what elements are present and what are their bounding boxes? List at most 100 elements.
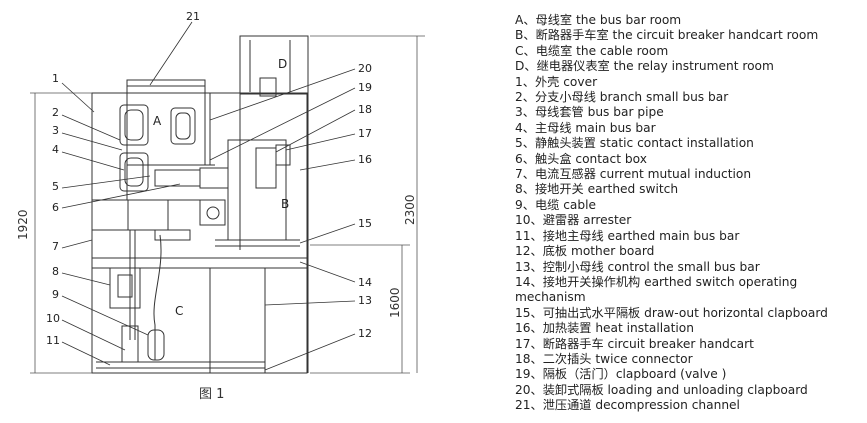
legend-item: 8、接地开关 earthed switch — [515, 182, 865, 197]
legend-item: 11、接地主母线 earthed main bus bar — [515, 229, 865, 244]
legend-key: 17、 — [515, 336, 543, 351]
legend-text: 断路器手车室 the circuit breaker handcart room — [535, 28, 819, 43]
legend-key: 11、 — [515, 228, 543, 243]
legend-key: 3、 — [515, 105, 535, 120]
switchgear-cross-section-diagram: 1920 1600 2300 A B C D 1 2 3 4 5 6 — [16, 10, 425, 374]
callout-6: 6 — [52, 201, 59, 214]
legend-key: 9、 — [515, 197, 535, 212]
dimension-1600: 1600 — [388, 287, 402, 318]
legend-key: 12、 — [515, 244, 543, 259]
legend-item: 17、断路器手车 circuit breaker handcart — [515, 337, 865, 352]
legend-item: 19、隔板（活门）clapboard (valve ) — [515, 367, 865, 382]
legend-text: 底板 mother board — [542, 244, 655, 259]
legend-key: 15、 — [515, 305, 543, 320]
compartment-label-c: C — [175, 304, 183, 318]
legend-item: 14、接地开关操作机构 earthed switch operating mec… — [515, 275, 865, 306]
figure-caption: 图 1 — [199, 387, 225, 402]
legend-item: 13、控制小母线 control the small bus bar — [515, 260, 865, 275]
callout-12: 12 — [358, 327, 372, 340]
legend-text: 静触头装置 static contact installation — [534, 136, 754, 151]
legend-key: 7、 — [515, 167, 535, 182]
dimension-1920: 1920 — [16, 209, 30, 240]
legend-item: 10、避雷器 arrester — [515, 213, 865, 228]
legend-text: 控制小母线 control the small bus bar — [542, 259, 760, 274]
legend-item: 1、外壳 cover — [515, 75, 865, 90]
legend-text: 继电器仪表室 the relay instrument room — [536, 59, 774, 74]
legend-item: 6、触头盒 contact box — [515, 152, 865, 167]
dimension-2300: 2300 — [403, 194, 417, 225]
callout-5: 5 — [52, 180, 59, 193]
legend-text: 外壳 cover — [534, 74, 598, 89]
legend-text: 分支小母线 branch small bus bar — [534, 90, 729, 105]
legend-text: 主母线 main bus bar — [534, 120, 656, 135]
callout-7: 7 — [52, 240, 59, 253]
compartment-label-a: A — [153, 114, 162, 128]
callout-16: 16 — [358, 153, 372, 166]
legend-text: 泄压通道 decompression channel — [542, 398, 740, 413]
callout-4: 4 — [52, 143, 59, 156]
legend-text: 接地开关操作机构 earthed switch operating mechan… — [515, 274, 798, 305]
legend-key: 21、 — [515, 398, 543, 413]
legend-key: 14、 — [515, 274, 543, 289]
circuit-breaker-handcart — [227, 139, 287, 241]
callout-21: 21 — [186, 10, 200, 23]
callout-8: 8 — [52, 265, 59, 278]
callout-2: 2 — [52, 106, 59, 119]
legend-text: 二次插头 twice connector — [542, 351, 693, 366]
legend-item: 18、二次插头 twice connector — [515, 352, 865, 367]
legend-item: 5、静触头装置 static contact installation — [515, 136, 865, 151]
legend-text: 母线室 the bus bar room — [535, 13, 682, 27]
legend-item: 4、主母线 main bus bar — [515, 121, 865, 136]
legend-key: 19、 — [515, 367, 543, 382]
legend-item: 21、泄压通道 decompression channel — [515, 398, 865, 413]
callout-14: 14 — [358, 276, 372, 289]
legend-text: 装卸式隔板 loading and unloading clapboard — [542, 382, 808, 397]
legend-item: 7、电流互感器 current mutual induction — [515, 167, 865, 182]
legend-item: B、断路器手车室 the circuit breaker handcart ro… — [515, 28, 865, 43]
compartment-label-b: B — [281, 197, 289, 211]
legend-key: A、 — [515, 13, 536, 27]
legend-item: 2、分支小母线 branch small bus bar — [515, 90, 865, 105]
callout-9: 9 — [52, 288, 59, 301]
legend-text: 隔板（活门）clapboard (valve ) — [542, 367, 727, 382]
callout-10: 10 — [46, 312, 60, 325]
callout-17: 17 — [358, 127, 372, 140]
legend-key: D、 — [515, 59, 537, 74]
legend-key: 8、 — [515, 182, 535, 197]
callout-20: 20 — [358, 62, 372, 75]
legend-text: 触头盒 contact box — [534, 151, 647, 166]
legend-key: 6、 — [515, 151, 535, 166]
legend-item: D、继电器仪表室 the relay instrument room — [515, 59, 865, 74]
legend-key: 20、 — [515, 382, 543, 397]
cabinet-outline — [91, 92, 308, 374]
compartment-label-d: D — [278, 57, 287, 71]
legend-text: 接地开关 earthed switch — [534, 182, 679, 197]
legend-text: 断路器手车 circuit breaker handcart — [542, 336, 754, 351]
callout-15: 15 — [358, 217, 372, 230]
legend-key: 10、 — [515, 213, 543, 228]
legend-text: 可抽出式水平隔板 draw-out horizontal clapboard — [542, 305, 828, 320]
legend-text: 电缆室 the cable room — [535, 43, 669, 58]
legend-text: 电缆 cable — [534, 197, 596, 212]
callout-3: 3 — [52, 124, 59, 137]
legend-key: B、 — [515, 28, 536, 43]
legend-key: 2、 — [515, 90, 535, 105]
legend-key: 4、 — [515, 120, 535, 135]
legend-text: 电流互感器 current mutual induction — [534, 167, 752, 182]
callout-11: 11 — [46, 334, 60, 347]
legend-text: 接地主母线 earthed main bus bar — [542, 228, 740, 243]
callout-1: 1 — [52, 72, 59, 85]
legend-text: 避雷器 arrester — [542, 213, 632, 228]
cable — [153, 234, 162, 360]
callout-13: 13 — [358, 294, 372, 307]
callout-19: 19 — [358, 81, 372, 94]
legend-item: C、电缆室 the cable room — [515, 44, 865, 59]
legend-key: 5、 — [515, 136, 535, 151]
legend-item: A、母线室 the bus bar room — [515, 13, 865, 28]
legend-key: 16、 — [515, 321, 543, 336]
legend-item: 3、母线套管 bus bar pipe — [515, 105, 865, 120]
decompression-channel — [126, 79, 206, 86]
legend-item: 15、可抽出式水平隔板 draw-out horizontal clapboar… — [515, 306, 865, 321]
callout-18: 18 — [358, 103, 372, 116]
